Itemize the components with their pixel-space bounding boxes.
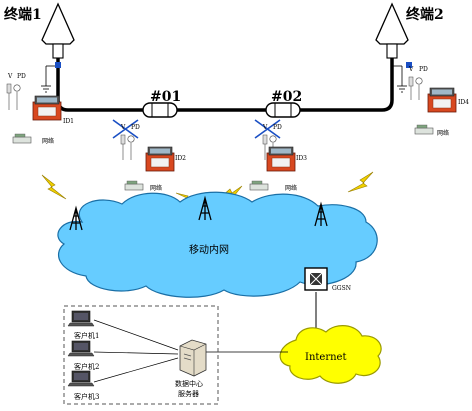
voltage-label: V — [408, 66, 414, 73]
server-label-line2: 服务器 — [178, 389, 199, 398]
gateway-icon — [124, 180, 144, 191]
terminal-1-label: 终端1 — [4, 6, 42, 23]
station-id3: V PD ID3 网络 — [249, 124, 307, 192]
client-2-label: 客户机2 — [74, 362, 99, 371]
client-2: 客户机2 — [67, 340, 99, 371]
internet-label: Internet — [305, 352, 346, 363]
station-id1: V PD ID1 网络 — [6, 73, 74, 145]
terminal-1-cone-icon — [41, 2, 75, 45]
sensor-icon — [120, 134, 135, 145]
mobile-network-cloud: 移动内网 — [57, 191, 378, 298]
joint-01-sleeve-icon — [142, 102, 178, 118]
ggsn-node: GGSN — [304, 267, 351, 330]
client-group-box — [63, 305, 219, 405]
device-id4-label: ID4 — [458, 99, 469, 106]
gateway-label: 网络 — [437, 129, 449, 137]
detector-case-icon — [266, 146, 296, 172]
terminal-2-label: 终端2 — [406, 6, 444, 23]
gateway-label: 网络 — [42, 137, 54, 145]
gateway-icon — [12, 133, 32, 144]
voltage-label: V — [262, 124, 268, 131]
laptop-icon — [67, 370, 95, 387]
data-center-server: 数据中心 服务器 — [175, 339, 207, 398]
ggsn-label: GGSN — [332, 285, 351, 292]
internet-cloud: Internet — [279, 325, 382, 384]
cross-marker-01-icon — [112, 119, 139, 139]
gateway-icon — [414, 124, 434, 135]
sensor-icon — [6, 83, 21, 94]
client-3: 客户机3 — [67, 370, 99, 401]
voltage-label: V — [7, 73, 13, 80]
power-cable — [56, 99, 394, 112]
mobile-network-label: 移动内网 — [189, 243, 229, 256]
client-1: 客户机1 — [67, 310, 99, 340]
joint-01: #01 — [142, 89, 181, 118]
server-label-line1: 数据中心 — [175, 379, 203, 388]
joint-02-sleeve-icon — [265, 102, 301, 118]
device-id1-label: ID1 — [63, 118, 74, 125]
pd-label: PD — [131, 124, 140, 131]
joint-02: #02 — [265, 89, 302, 118]
device-id3-label: ID3 — [296, 155, 307, 162]
gateway-label: 网络 — [285, 184, 297, 192]
server-icon — [179, 339, 207, 377]
pd-label: PD — [17, 73, 26, 80]
joint-02-label: #02 — [271, 89, 302, 105]
station-id4: V PD ID4 网络 — [408, 66, 469, 137]
device-id2-label: ID2 — [175, 155, 186, 162]
terminal-2: 终端2 — [375, 2, 444, 100]
gateway-icon — [249, 180, 269, 191]
voltage-label: V — [120, 124, 126, 131]
ground-left-icon — [41, 65, 58, 93]
station-id2: V PD ID2 网络 — [120, 124, 186, 192]
cross-marker-02-icon — [254, 119, 281, 139]
pd-label: PD — [419, 66, 428, 73]
sensor-icon — [262, 134, 277, 145]
pd-label: PD — [273, 124, 282, 131]
laptop-icon — [67, 310, 95, 327]
detector-case-icon — [32, 95, 62, 121]
client-1-label: 客户机1 — [74, 331, 99, 340]
detector-case-icon — [427, 87, 457, 113]
terminal-2-cone-icon — [375, 2, 409, 45]
sensor-icon — [408, 76, 423, 87]
client-links — [93, 319, 179, 383]
laptop-icon — [67, 340, 95, 357]
client-3-label: 客户机3 — [74, 392, 99, 401]
detector-case-icon — [145, 146, 175, 172]
joint-01-label: #01 — [150, 89, 181, 105]
gateway-label: 网络 — [150, 184, 162, 192]
ground-right-icon — [392, 65, 407, 93]
